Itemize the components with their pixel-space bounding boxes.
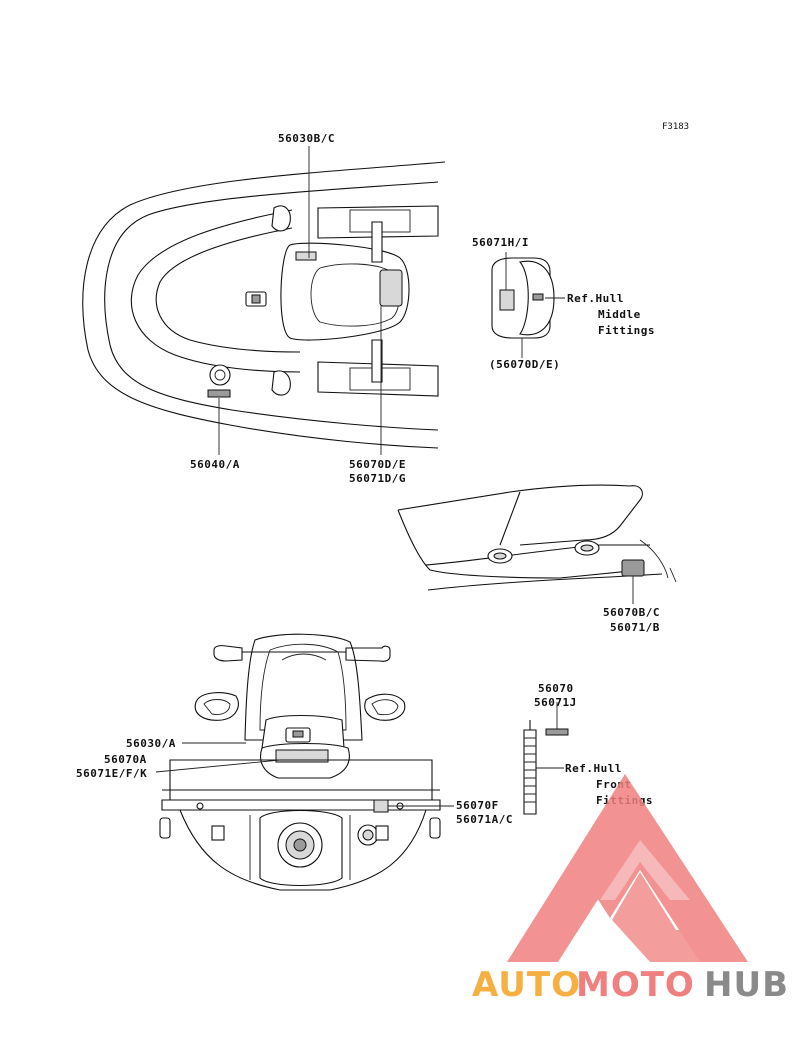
label-56030bc: 56030B/C [278, 132, 335, 145]
label-56070de: 56070D/E [349, 458, 406, 471]
label-56070bc: 56070B/C [603, 606, 660, 619]
hull-top-view [82, 161, 446, 449]
label-56070a: 56070A [104, 753, 147, 766]
label-ref-hull-middle-1: Ref.Hull [567, 292, 624, 305]
label-56071hi: 56071H/I [472, 236, 529, 249]
label-56071efk: 56071E/F/K [76, 767, 147, 780]
label-56071j: 56071J [534, 696, 577, 709]
label-ref-hull-middle-3: Fittings [598, 324, 655, 337]
label-56040a: 56040/A [190, 458, 240, 471]
label-56071ac: 56071A/C [456, 813, 513, 826]
label-56071dg: 56071D/G [349, 472, 406, 485]
watermark-moto: MOTO [576, 965, 695, 1005]
label-56070: 56070 [538, 682, 574, 695]
label-56070f: 56070F [456, 799, 499, 812]
label-56030a: 56030/A [126, 737, 176, 750]
seat-side-detail [397, 484, 677, 591]
watermark-logo [507, 774, 748, 962]
label-56071b: 56071/B [610, 621, 660, 634]
label-56070de-paren: (56070D/E) [489, 358, 560, 371]
figure-code: F3183 [662, 122, 689, 132]
watermark-auto: AUTO [472, 965, 581, 1005]
front-fittings-detail [523, 720, 569, 815]
label-ref-hull-front-1: Ref.Hull [565, 762, 622, 775]
rear-view [159, 633, 441, 891]
middle-fittings-detail [491, 257, 555, 339]
label-ref-hull-middle-2: Middle [598, 308, 641, 321]
watermark-hub: HUB [704, 965, 789, 1005]
